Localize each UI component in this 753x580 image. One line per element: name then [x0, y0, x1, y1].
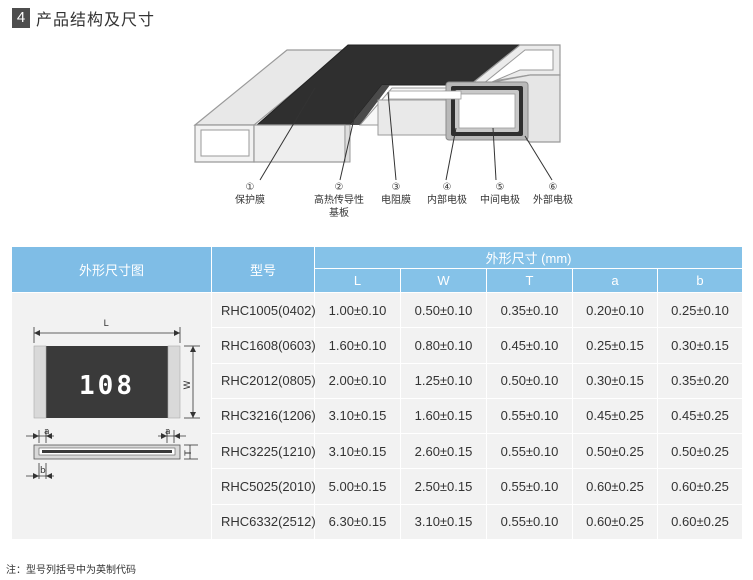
dim-T-label: T: [184, 450, 194, 457]
cell-model: RHC3225(1210): [211, 433, 316, 470]
callout-resistive-film: ③ 电阻膜: [361, 181, 431, 207]
cell-a: 0.45±0.25: [572, 397, 658, 435]
callout-protective-film: ① 保护膜: [215, 181, 285, 207]
header-drawing: 外形尺寸图: [11, 246, 212, 293]
cell-L: 6.30±0.15: [314, 503, 401, 541]
cell-a: 0.60±0.25: [572, 503, 658, 541]
header-a: a: [572, 268, 658, 293]
cell-L: 2.00±0.10: [314, 362, 401, 399]
callout-label: 保护膜: [235, 195, 265, 206]
section-number-badge: 4: [12, 8, 30, 28]
cell-T: 0.50±0.10: [486, 362, 573, 399]
cell-W: 1.60±0.15: [400, 397, 487, 435]
header-W: W: [400, 268, 487, 293]
cell-W: 3.10±0.15: [400, 503, 487, 541]
cell-a: 0.60±0.25: [572, 468, 658, 505]
cell-T: 0.55±0.10: [486, 397, 573, 435]
table-row: RHC6332(2512) 6.30±0.15 3.10±0.15 0.55±0…: [12, 503, 744, 541]
section-title: 4 产品结构及尺寸: [12, 7, 155, 29]
callout-number: ⑥: [548, 182, 558, 193]
cell-L: 3.10±0.15: [314, 397, 401, 435]
cell-b: 0.25±0.10: [656, 291, 744, 329]
callout-substrate: ② 高热传导性 基板: [304, 181, 374, 220]
callout-label: 内部电极: [427, 195, 467, 206]
cell-a: 0.20±0.10: [572, 291, 658, 329]
dimension-drawing: L 108 W a: [26, 319, 200, 479]
cell-a: 0.30±0.15: [572, 362, 658, 399]
callout-inner-electrode: ④ 内部电极: [412, 181, 482, 207]
section-title-text: 产品结构及尺寸: [36, 10, 156, 29]
cell-b: 0.35±0.20: [656, 362, 744, 399]
cell-W: 2.50±0.15: [400, 468, 487, 505]
table-row: L 108 W a: [11, 291, 744, 540]
cell-L: 5.00±0.15: [314, 468, 401, 505]
cell-L: 1.00±0.10: [314, 291, 401, 329]
callout-number: ④: [442, 182, 452, 193]
cell-W: 1.25±0.10: [400, 362, 487, 399]
cell-model: RHC3216(1206): [211, 397, 316, 435]
cell-L: 3.10±0.15: [314, 433, 401, 470]
callout-label: 中间电极: [480, 195, 520, 206]
table-row: RHC3225(1210) 3.10±0.15 2.60±0.15 0.55±0…: [12, 433, 744, 470]
callout-label: 电阻膜: [381, 195, 411, 206]
structure-diagram: ① 保护膜 ② 高热传导性 基板 ③ 电阻膜 ④ 内部电极 ⑤ 中间电极 ⑥ 外…: [0, 0, 753, 240]
dimension-drawing-cell: L 108 W a: [11, 292, 212, 540]
cell-W: 0.80±0.10: [400, 327, 487, 364]
cell-L: 1.60±0.10: [314, 327, 401, 364]
header-b: b: [656, 268, 744, 293]
header-model: 型号: [211, 246, 315, 293]
header-T: T: [486, 268, 573, 293]
cell-model: RHC6332(2512): [211, 503, 316, 541]
cell-W: 0.50±0.10: [400, 291, 487, 329]
callout-label: 外部电极: [533, 195, 573, 206]
cell-b: 0.30±0.15: [656, 327, 744, 364]
cell-a: 0.50±0.25: [572, 433, 658, 470]
cell-T: 0.45±0.10: [486, 327, 573, 364]
cell-T: 0.55±0.10: [486, 503, 573, 541]
dimension-table: 外形尺寸图 型号 外形尺寸 (mm) L W T a b L: [11, 246, 744, 541]
dim-L-label: L: [103, 319, 108, 329]
dim-a-label-right: a: [165, 427, 171, 437]
resistor-marking: 108: [79, 371, 135, 401]
callout-number: ③: [391, 182, 401, 193]
dim-W-label: W: [183, 380, 193, 389]
cell-T: 0.55±0.10: [486, 433, 573, 470]
cell-model: RHC2012(0805): [211, 362, 316, 399]
resistor-cutaway-illustration: [193, 44, 561, 181]
dim-b-label: b: [40, 466, 46, 476]
callout-number: ⑤: [495, 182, 505, 193]
callout-label-line2: 基板: [329, 208, 349, 219]
cell-T: 0.35±0.10: [486, 291, 573, 329]
callout-middle-electrode: ⑤ 中间电极: [465, 181, 535, 207]
cell-b: 0.45±0.25: [656, 397, 744, 435]
cell-model: RHC1608(0603): [211, 327, 316, 364]
table-row: RHC1608(0603) 1.60±0.10 0.80±0.10 0.45±0…: [12, 327, 744, 364]
cell-T: 0.55±0.10: [486, 468, 573, 505]
cell-model: RHC5025(2010): [211, 468, 316, 505]
cell-model: RHC1005(0402): [211, 291, 316, 329]
footnote: 注：型号列括号中为英制代码: [6, 565, 136, 576]
callout-outer-electrode: ⑥ 外部电极: [518, 181, 588, 207]
cell-a: 0.25±0.15: [572, 327, 658, 364]
cell-b: 0.60±0.25: [656, 503, 744, 541]
header-L: L: [314, 268, 401, 293]
callout-number: ②: [334, 182, 344, 193]
cell-W: 2.60±0.15: [400, 433, 487, 470]
cell-b: 0.50±0.25: [656, 433, 744, 470]
cell-b: 0.60±0.25: [656, 468, 744, 505]
callout-label: 高热传导性: [314, 195, 364, 206]
dim-a-label-left: a: [44, 427, 50, 437]
header-dimensions-group: 外形尺寸 (mm): [313, 246, 744, 269]
callout-number: ①: [245, 182, 255, 193]
